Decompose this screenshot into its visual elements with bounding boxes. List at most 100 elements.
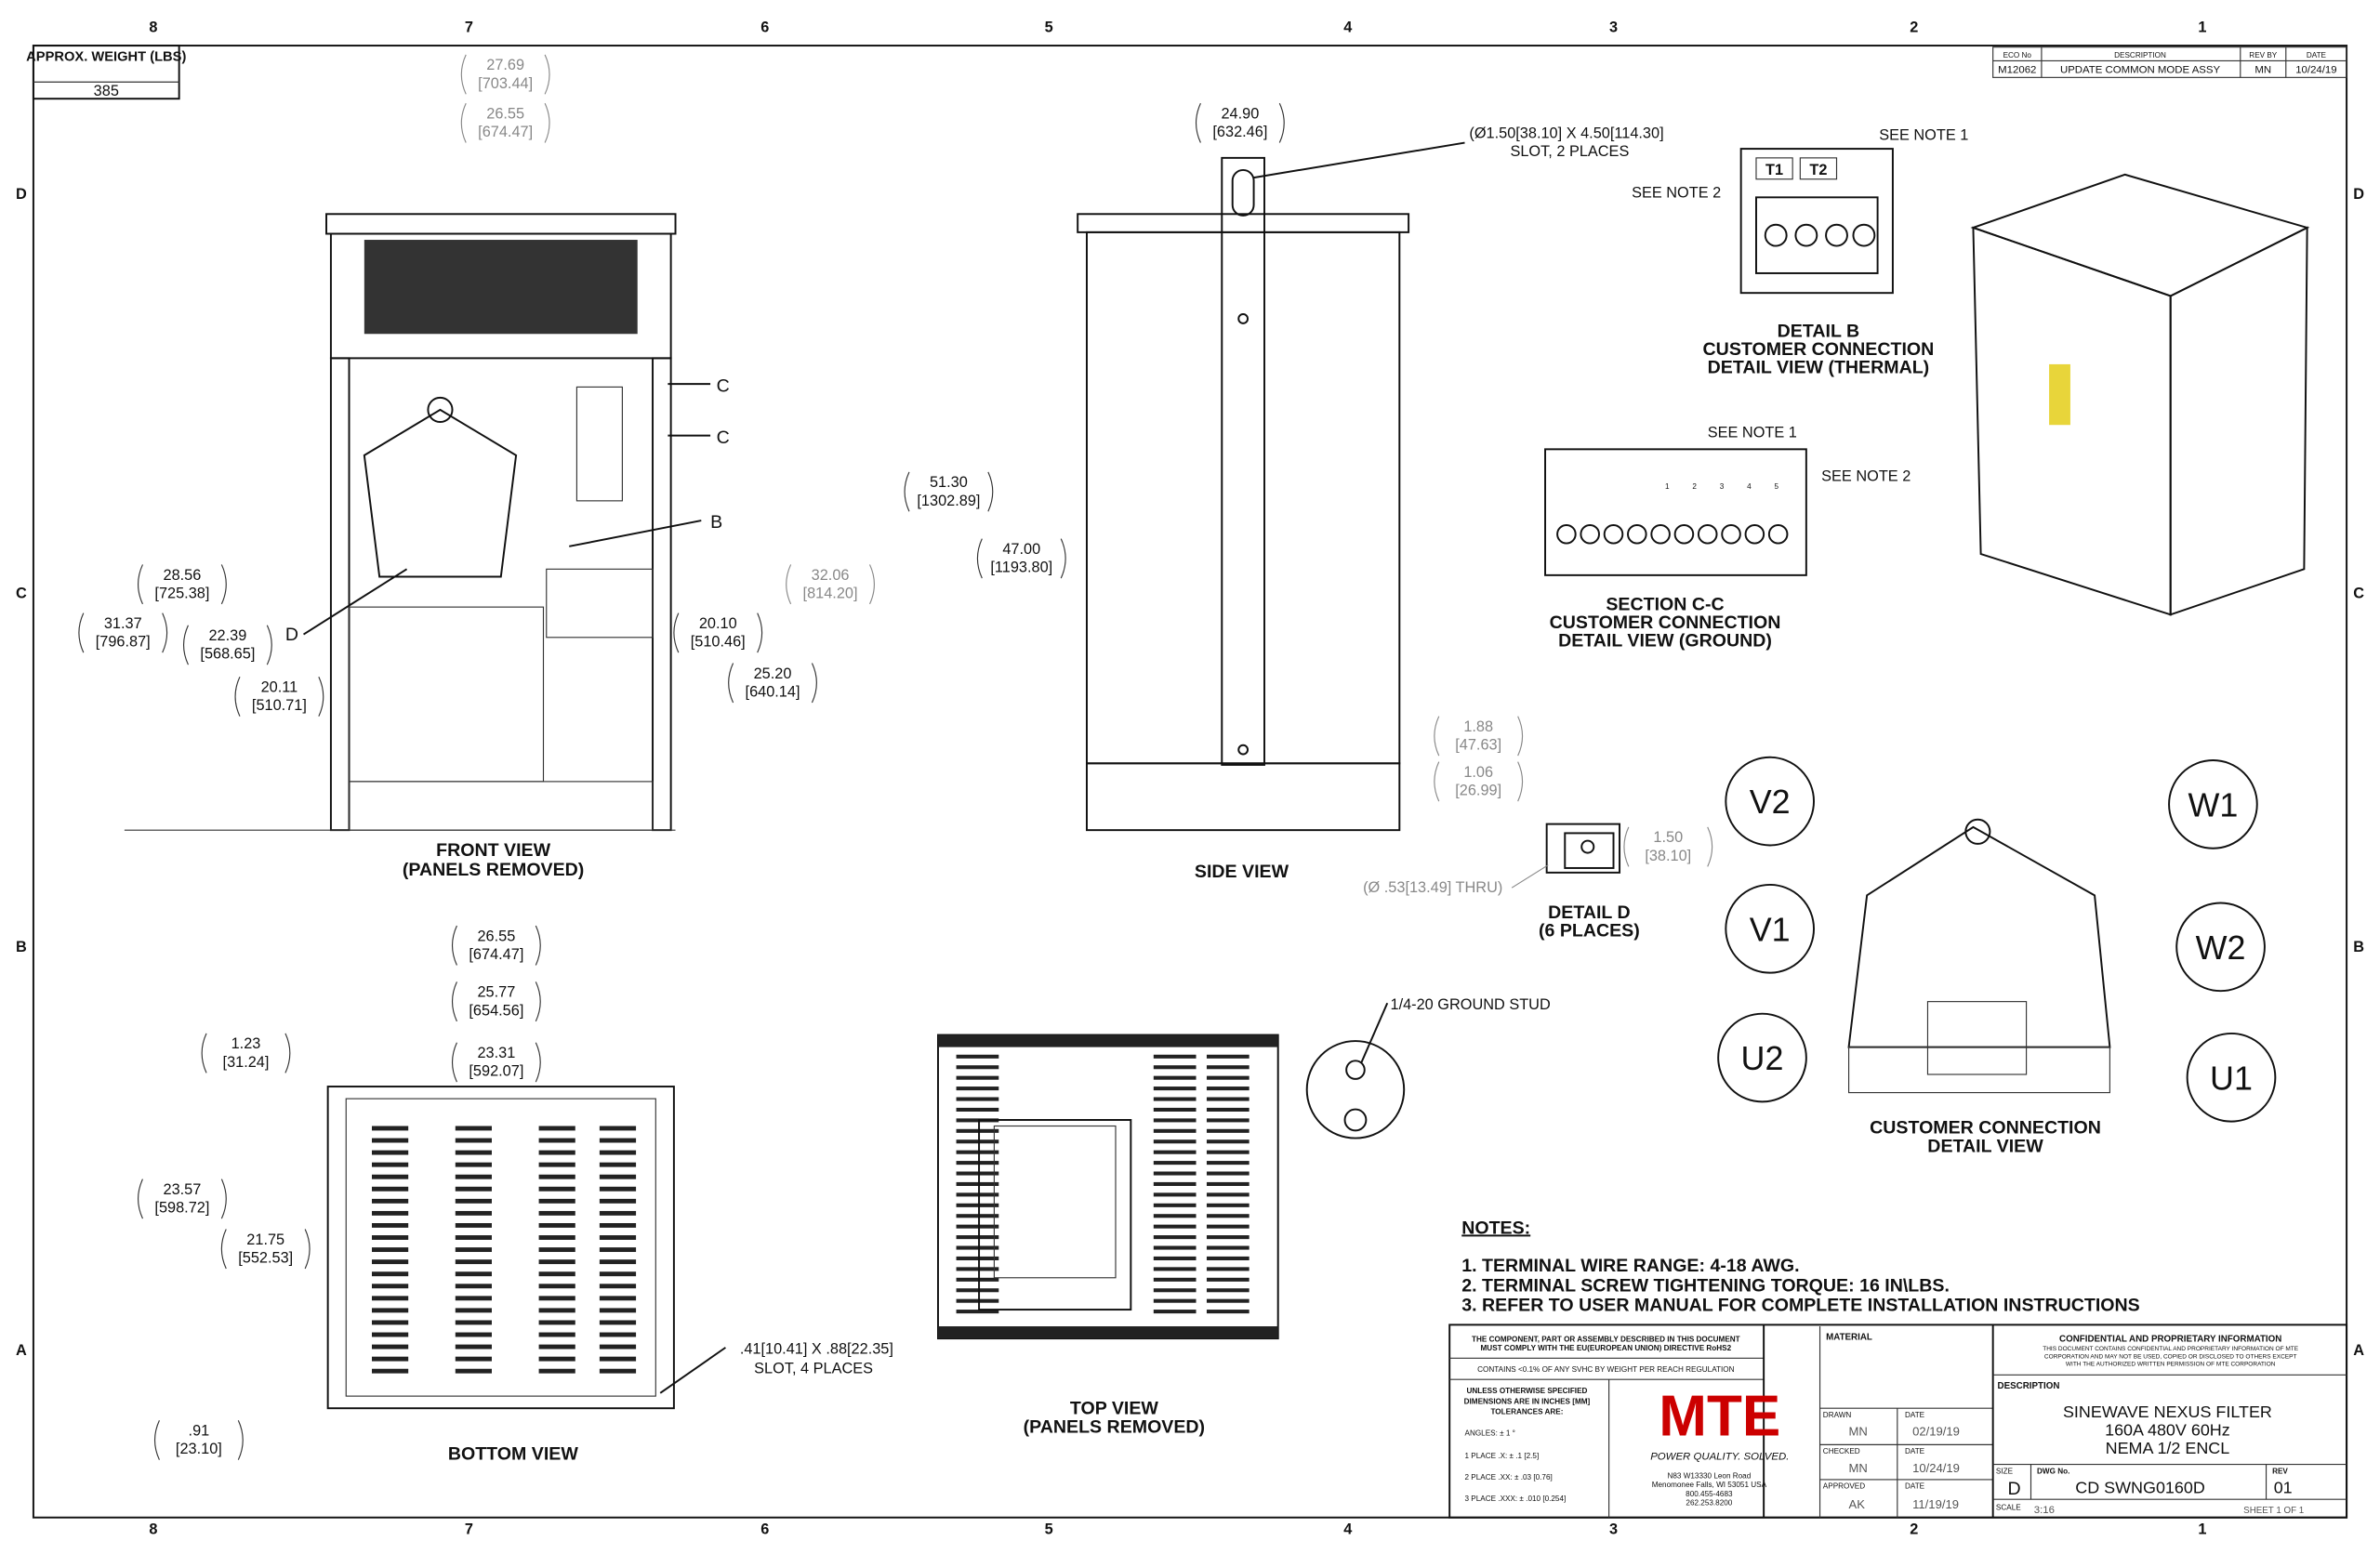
ground-stud-callout: 1/4-20 GROUND STUD <box>1391 996 1551 1013</box>
zone-column-bottom: 4 <box>1343 1521 1352 1538</box>
zone-column-top: 7 <box>465 19 473 35</box>
isometric-view <box>1970 173 2310 616</box>
zone-column-bottom: 5 <box>1045 1521 1053 1538</box>
section-c-marker-1: C <box>717 375 730 396</box>
dimension-mm: [31.24] <box>223 1054 270 1071</box>
ground-terminal-screw <box>1673 524 1695 545</box>
see-note-1-section-cc: SEE NOTE 1 <box>1708 424 1797 441</box>
drawn-by: MN <box>1849 1425 1868 1439</box>
detail-b-title: DETAIL B <box>1778 322 1859 342</box>
zone-column-top: 1 <box>2198 19 2206 35</box>
dimension-inches: 27.69 <box>486 57 524 73</box>
dimension-inches: 20.11 <box>261 679 298 696</box>
zone-column-bottom: 8 <box>149 1521 157 1538</box>
see-note-2-detail-b: SEE NOTE 2 <box>1632 184 1721 201</box>
phase-terminal-label: V1 <box>1750 910 1791 948</box>
side-view-title: SIDE VIEW <box>1195 862 1289 882</box>
dimension-inches: 25.77 <box>477 984 515 1001</box>
rohs-line1: THE COMPONENT, PART OR ASSEMBLY DESCRIBE… <box>1472 1335 1740 1343</box>
section-cc-subtitle-2: DETAIL VIEW (GROUND) <box>1558 631 1772 652</box>
tolerance-angles: ANGLES: ± 1 ° <box>1465 1429 1515 1438</box>
confidential-line2: CORPORATION AND MAY NOT BE USED, COPIED … <box>2044 1353 2297 1360</box>
ground-terminal-number: 2 <box>1692 482 1697 491</box>
reach-text: CONTAINS <0.1% OF ANY SVHC BY WEIGHT PER… <box>1477 1365 1735 1374</box>
detail-d-marker: D <box>285 625 298 645</box>
top-view-title: TOP VIEW <box>1070 1399 1159 1419</box>
dimension-inches: 1.23 <box>231 1035 261 1052</box>
bottom-view-title: BOTTOM VIEW <box>448 1444 578 1465</box>
phase-terminal-marker <box>1725 883 1815 974</box>
thermal-terminal-t1: T1 <box>1765 162 1783 178</box>
mount-slot-callout-line1: .41[10.41] X .88[22.35] <box>740 1340 893 1357</box>
phase-terminal-label: U1 <box>2210 1059 2253 1097</box>
zone-row-right: B <box>2353 939 2364 955</box>
notes: NOTES: 1. TERMINAL WIRE RANGE: 4-18 AWG.… <box>1461 1218 2139 1315</box>
slot-callout-line1: (Ø1.50[38.10] X 4.50[114.30] <box>1469 125 1663 142</box>
confidential-title: CONFIDENTIAL AND PROPRIETARY INFORMATION <box>2059 1334 2281 1344</box>
dimension-inches: 31.37 <box>104 615 142 632</box>
zone-column-bottom: 1 <box>2198 1521 2206 1538</box>
dimension-mm: [725.38] <box>154 585 209 601</box>
rev-eco: M12062 <box>1998 64 2036 75</box>
section-cc-title: SECTION C-C <box>1606 594 1724 614</box>
address-line1: N83 W13330 Leon Road <box>1667 1471 1751 1480</box>
top-view: 1/4-20 GROUND STUD TOP VIEW (PANELS REMO… <box>937 996 1551 1437</box>
dimension-mm: [654.56] <box>469 1002 523 1019</box>
dimension-callout: 1.88[47.63] <box>1434 716 1524 757</box>
dimension-mm: [510.71] <box>252 697 307 714</box>
zone-column-top: 6 <box>760 19 769 35</box>
ground-terminal-screw <box>1697 524 1718 545</box>
dimension-callout: .91[23.10] <box>153 1420 244 1460</box>
drawn-date: 02/19/19 <box>1912 1425 1960 1439</box>
drawn-label: DRAWN <box>1823 1411 1852 1419</box>
rohs-line2: MUST COMPLY WITH THE EU(EUROPEAN UNION) … <box>1481 1344 1732 1352</box>
rev-header-description: DESCRIPTION <box>2114 51 2166 59</box>
drawn-date-label: DATE <box>1905 1411 1925 1419</box>
dimension-mm: [552.53] <box>238 1249 293 1266</box>
ground-terminal-number: 3 <box>1720 482 1725 491</box>
sheet-number: SHEET 1 OF 1 <box>2243 1506 2304 1516</box>
tolerance-head-1: UNLESS OTHERWISE SPECIFIED <box>1466 1387 1587 1395</box>
zone-column-top: 8 <box>149 19 157 35</box>
dimension-inches: 32.06 <box>812 567 850 584</box>
dimension-inches: 47.00 <box>1002 541 1040 558</box>
dimension-callout: 23.31[592.07] <box>451 1042 541 1083</box>
customer-connection-title: CUSTOMER CONNECTION <box>1870 1118 2101 1139</box>
dimension-callout: 1.06[26.99] <box>1434 761 1524 802</box>
scale-label: SCALE <box>1996 1504 2021 1512</box>
zone-row-right: A <box>2353 1342 2364 1359</box>
rev-header-eco: ECO No <box>2003 51 2032 59</box>
title-block: THE COMPONENT, PART OR ASSEMBLY DESCRIBE… <box>1448 1324 2348 1519</box>
zone-column-bottom: 2 <box>1910 1521 1918 1538</box>
zone-column-top: 3 <box>1609 19 1618 35</box>
zone-row-left: B <box>16 939 27 955</box>
checked-date-label: DATE <box>1905 1447 1925 1455</box>
approved-by: AK <box>1849 1497 1866 1511</box>
section-c-marker-2: C <box>717 428 730 448</box>
detail-b: T1 T2 SEE NOTE 1 SEE NOTE 2 DETAIL B CUS… <box>1632 126 1968 377</box>
dimension-callout: 28.56[725.38] <box>138 564 227 605</box>
description-line1: SINEWAVE NEXUS FILTER <box>2063 1403 2272 1421</box>
dimension-inches: 23.31 <box>477 1045 515 1061</box>
dimension-callout: 26.55[674.47] <box>460 102 550 143</box>
dimension-inches: 22.39 <box>208 627 246 644</box>
scale-value: 3:16 <box>2034 1505 2055 1516</box>
ground-terminal-screw <box>1744 524 1765 545</box>
bottom-view: BOTTOM VIEW .41[10.41] X .88[22.35] SLOT… <box>326 1086 893 1465</box>
size-label: SIZE <box>1996 1467 2014 1475</box>
side-view: SIDE VIEW (Ø1.50[38.10] X 4.50[114.30] S… <box>1077 125 1664 882</box>
dimension-callout: 26.55[674.47] <box>451 925 541 966</box>
ground-terminal-screw <box>1767 524 1789 545</box>
mte-tagline: POWER QUALITY. SOLVED. <box>1650 1452 1789 1463</box>
rev-header-date: DATE <box>2307 51 2327 59</box>
mte-logo: MTE <box>1659 1385 1780 1449</box>
rev-description: UPDATE COMMON MODE ASSY <box>2060 64 2221 75</box>
tolerance-head-3: TOLERANCES ARE: <box>1490 1408 1563 1416</box>
thru-hole-callout: (Ø .53[13.49] THRU) <box>1363 879 1502 896</box>
tolerance-1-place: 1 PLACE .X: ± .1 [2.5] <box>1465 1452 1540 1460</box>
dimension-inches: 25.20 <box>754 665 792 682</box>
rev-header-revby: REV BY <box>2249 51 2277 59</box>
dimension-callout: 51.30[1302.89] <box>904 471 994 512</box>
